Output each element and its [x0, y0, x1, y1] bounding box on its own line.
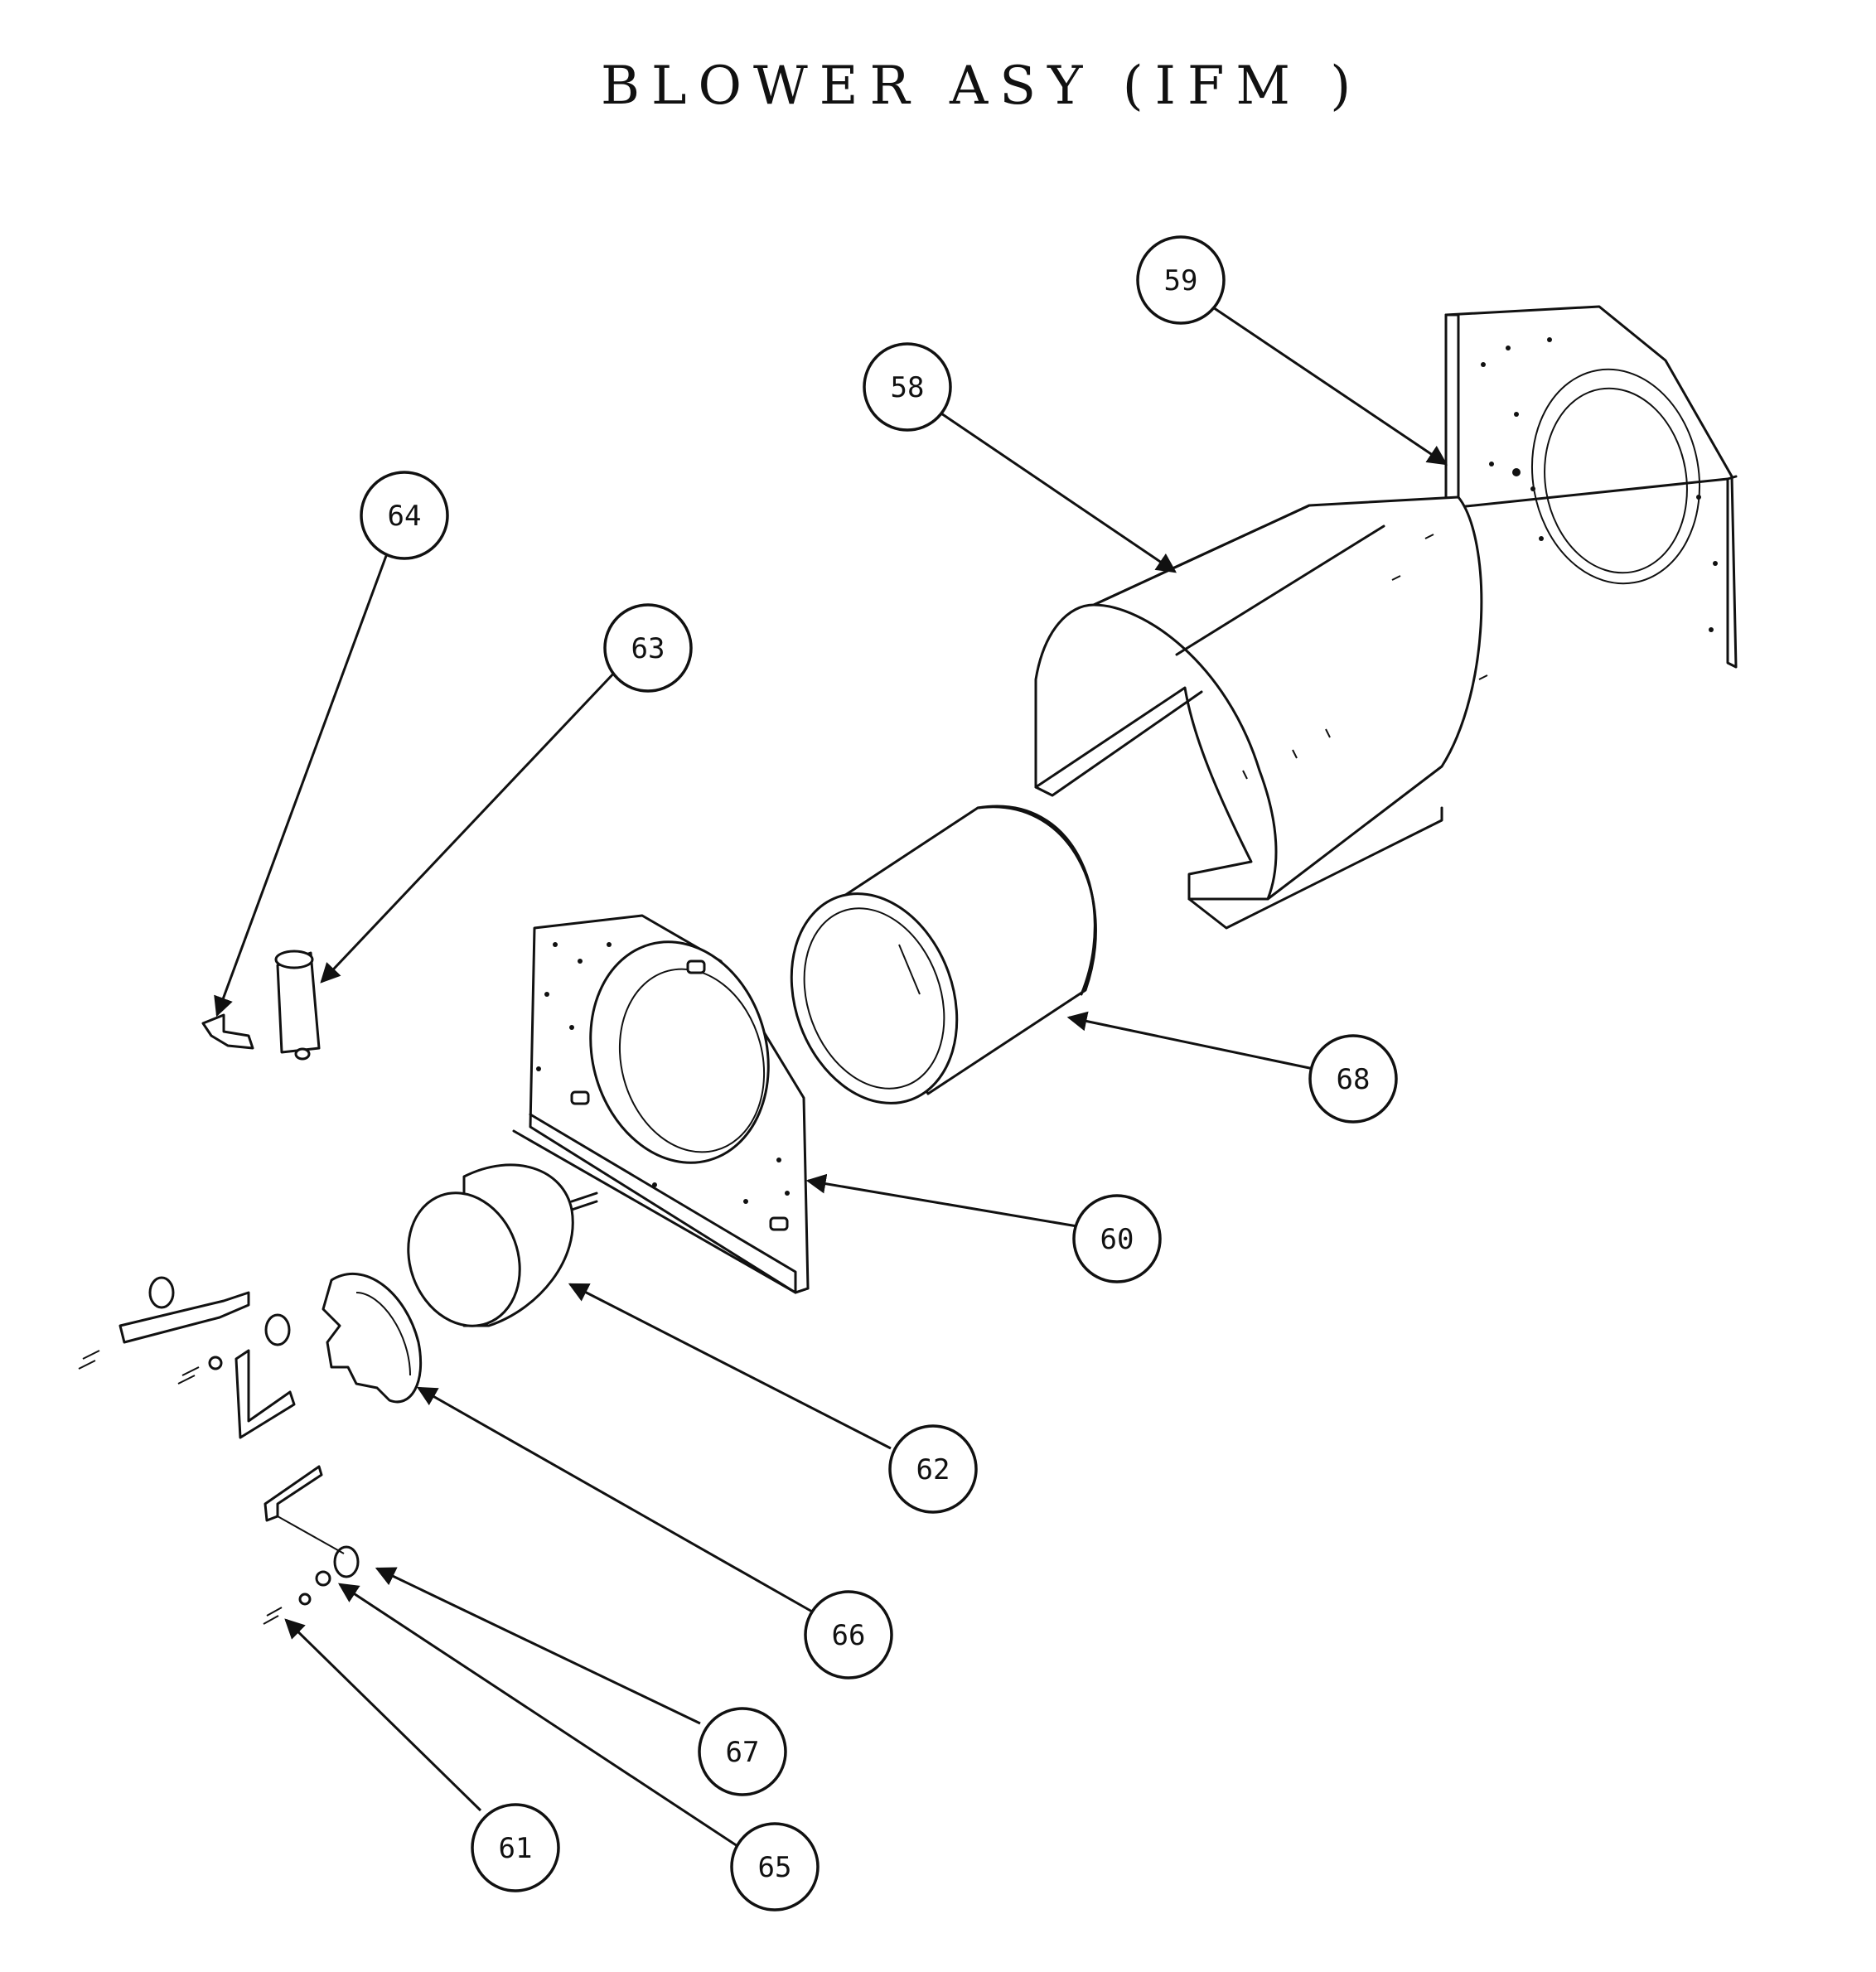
callout-63: 63	[603, 603, 693, 693]
callout-64-label: 64	[388, 500, 422, 533]
leader-59	[1205, 301, 1448, 466]
part-66-motor-mount	[322, 1272, 423, 1404]
callout-68: 68	[1308, 1034, 1398, 1124]
callout-65-label: 65	[758, 1851, 792, 1884]
callout-66: 66	[804, 1590, 893, 1680]
callout-62: 62	[888, 1424, 978, 1514]
leader-68	[1066, 1011, 1314, 1071]
leader-67	[375, 1567, 701, 1725]
callout-58-label: 58	[891, 371, 925, 404]
leader-66	[416, 1386, 813, 1613]
motor-mount-hardware	[78, 1276, 360, 1625]
part-62-motor	[407, 1163, 598, 1327]
leader-64	[214, 546, 391, 1017]
callout-62-label: 62	[916, 1453, 950, 1486]
callout-64: 64	[360, 471, 449, 560]
callout-65: 65	[730, 1822, 820, 1912]
leader-62	[568, 1283, 892, 1450]
callout-60: 60	[1072, 1194, 1162, 1283]
callout-68-label: 68	[1337, 1063, 1371, 1096]
callout-67: 67	[698, 1707, 787, 1796]
leader-63	[320, 668, 619, 984]
part-59-rear-side-panel	[1444, 305, 1738, 669]
part-63-capacitor	[274, 950, 321, 1061]
leader-lines	[214, 301, 1448, 1848]
leader-61	[284, 1618, 482, 1812]
callout-59-label: 59	[1164, 264, 1198, 297]
callout-61: 61	[471, 1803, 560, 1892]
part-60-front-side-panel	[512, 914, 810, 1294]
callout-66-label: 66	[832, 1619, 866, 1652]
leader-60	[805, 1173, 1078, 1228]
callout-67-label: 67	[726, 1736, 760, 1769]
callout-58: 58	[863, 342, 952, 432]
part-64-capacitor-bracket	[201, 1013, 254, 1050]
callout-59: 59	[1136, 235, 1226, 325]
callout-61-label: 61	[499, 1832, 533, 1865]
leader-65	[337, 1583, 738, 1848]
part-68-blower-wheel	[790, 805, 1097, 1104]
leader-58	[936, 408, 1177, 573]
diagram-title: BLOWER ASY (IFM )	[601, 56, 1362, 117]
callout-63-label: 63	[631, 632, 665, 665]
part-58-blower-housing	[1034, 495, 1488, 930]
callout-60-label: 60	[1100, 1223, 1134, 1256]
